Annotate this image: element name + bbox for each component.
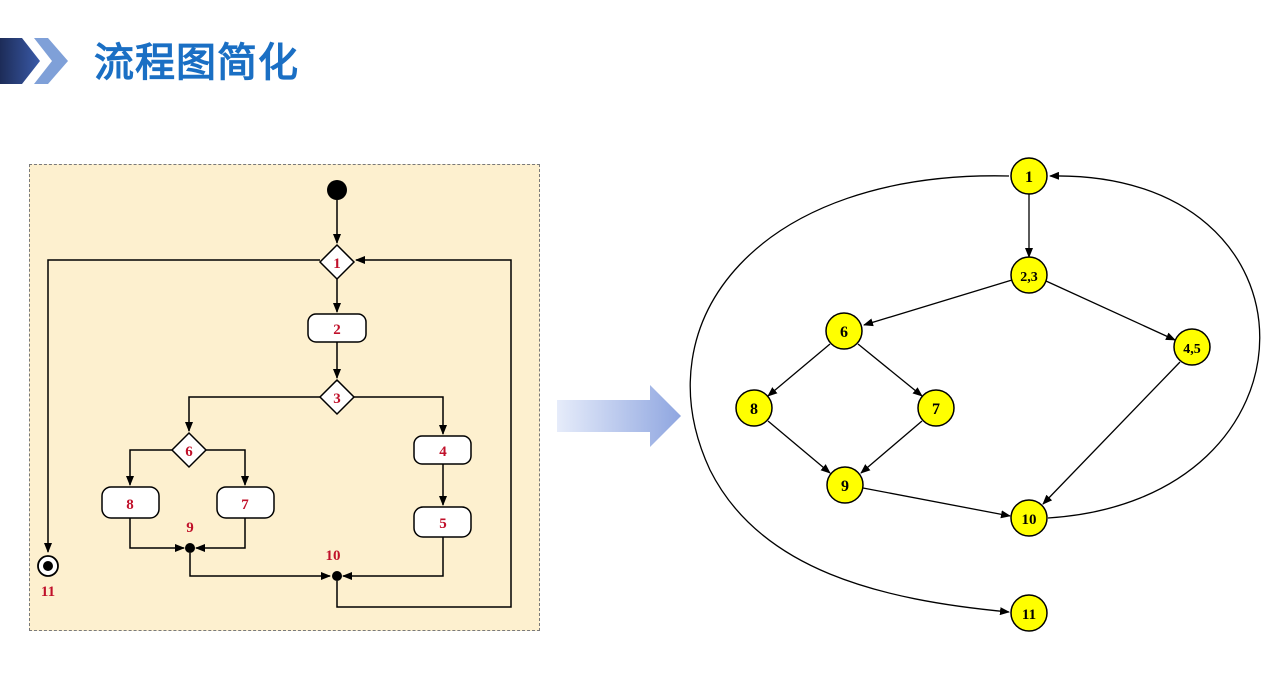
flowgraph-node-7: 7 (917, 389, 955, 427)
flowchart-node-4: 4 (413, 435, 472, 465)
svg-text:4,5: 4,5 (1183, 342, 1201, 357)
header-chevron-icon (0, 38, 68, 84)
svg-text:3: 3 (333, 391, 341, 407)
flowchart-node-7: 7 (216, 486, 275, 519)
svg-text:2,3: 2,3 (1020, 270, 1038, 285)
svg-text:10: 10 (326, 548, 341, 564)
transition-arrow-icon (557, 385, 681, 447)
svg-text:8: 8 (750, 401, 758, 418)
svg-text:11: 11 (41, 584, 55, 600)
flowgraph-node-9: 9 (826, 466, 864, 504)
flowchart-node-2: 2 (307, 313, 367, 343)
svg-text:7: 7 (241, 497, 249, 513)
start-node (327, 180, 347, 200)
svg-text:8: 8 (126, 497, 134, 513)
flowgraph-node-11: 11 (1010, 594, 1048, 632)
flowchart-node-10: 10 (326, 548, 342, 581)
svg-text:10: 10 (1022, 512, 1037, 528)
page-title: 流程图简化 (94, 40, 299, 86)
svg-text:1: 1 (333, 256, 341, 272)
flowgraph-node-2-3: 2,3 (1010, 256, 1048, 294)
flowgraph-node-1: 1 (1010, 157, 1048, 195)
svg-text:6: 6 (840, 324, 848, 341)
svg-text:9: 9 (186, 520, 194, 536)
flowchart-node-6: 6 (170, 431, 208, 469)
flowgraph-diagram: 1 2,3 4,5 6 8 7 9 10 (689, 157, 1261, 632)
svg-text:2: 2 (333, 322, 341, 338)
flowgraph-node-10: 10 (1010, 499, 1048, 537)
flowchart-node-1: 1 (318, 243, 356, 281)
svg-text:11: 11 (1022, 607, 1036, 623)
svg-text:4: 4 (439, 444, 447, 460)
flowgraph-node-8: 8 (735, 389, 773, 427)
flowgraph-node-6: 6 (825, 312, 863, 350)
flowchart-node-3: 3 (318, 378, 356, 416)
flowgraph-node-4-5: 4,5 (1173, 328, 1211, 366)
svg-text:1: 1 (1025, 169, 1033, 186)
svg-text:5: 5 (439, 516, 447, 532)
flowchart-node-5: 5 (413, 506, 472, 538)
flowchart-node-8: 8 (101, 486, 160, 519)
flowchart-node-9: 9 (185, 520, 195, 553)
flowchart-node-11: 11 (37, 555, 59, 600)
svg-text:7: 7 (932, 401, 940, 418)
svg-text:6: 6 (185, 444, 193, 460)
svg-text:9: 9 (841, 478, 849, 495)
